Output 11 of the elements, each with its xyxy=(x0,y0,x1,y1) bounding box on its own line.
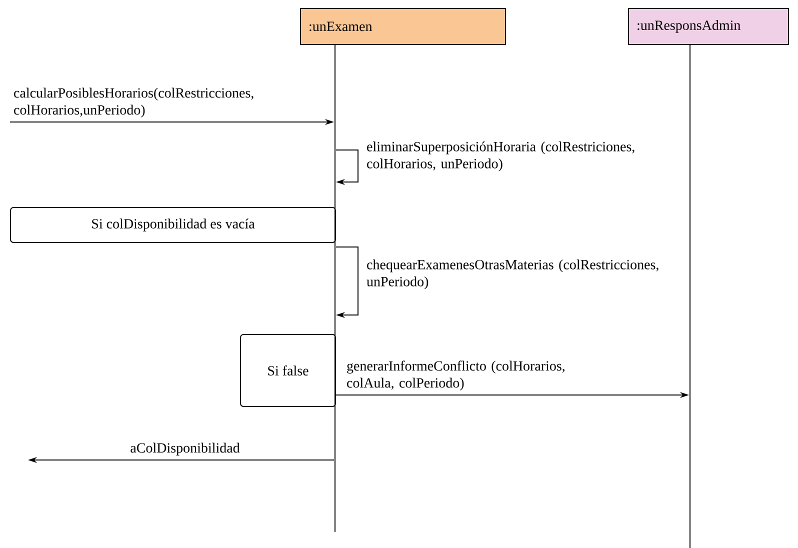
object-box: :unResponsAdmin xyxy=(628,8,789,45)
condition-box: Si colDisponibilidad es vacía xyxy=(10,207,336,243)
message-label: eliminarSuperposiciónHoraria (colRestriciones, colHorarios, unPeriodo) xyxy=(367,142,634,172)
object-box: :unExamen xyxy=(300,8,506,45)
message-label: generarInformeConflicto (colHorarios, colAula, colPeriodo) xyxy=(347,360,564,390)
message-label: chequearExamenesOtrasMaterias (colRestricciones, unPeriodo) xyxy=(366,259,658,290)
message-arrow xyxy=(336,150,358,186)
message-label: calcularPosiblesHorarios(colRestricciones, colHorarios,unPeriodo) xyxy=(14,88,254,118)
condition-box: Si false xyxy=(240,334,336,407)
message-label: aColDisponibilidad xyxy=(130,442,240,456)
message-arrow xyxy=(336,246,358,318)
